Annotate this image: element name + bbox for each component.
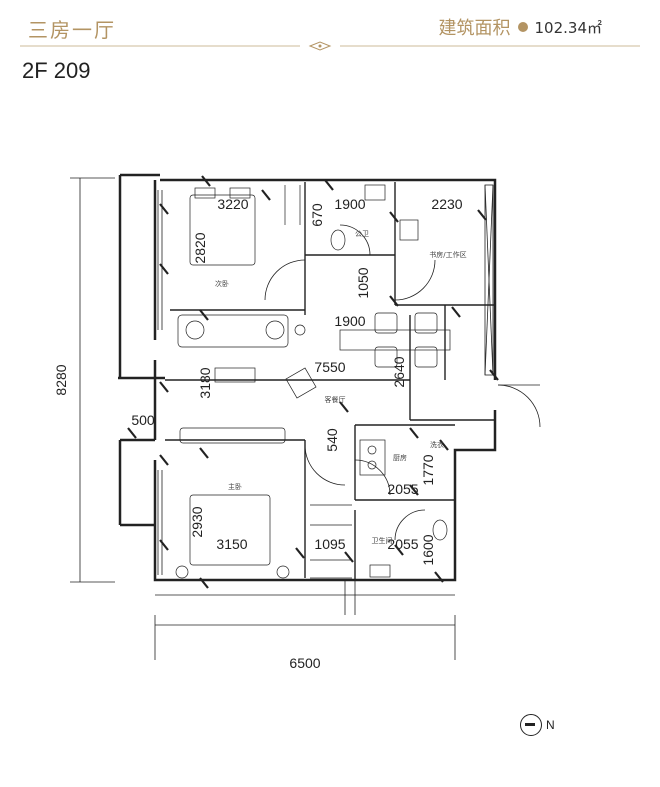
bath2-width-label: 2055 (387, 536, 418, 552)
room-label-bedroom2: 次卧 (215, 279, 229, 288)
living-width-label: 7550 (314, 359, 345, 375)
kitchen-height-label: 1770 (420, 454, 436, 485)
room-label-bath1: 公卫 (355, 230, 369, 238)
room-label-living: 客餐厅 (325, 395, 346, 404)
closet-1095-label: 1095 (314, 536, 345, 552)
outer-walls (118, 173, 497, 582)
area-label: 建筑面积 (438, 18, 511, 39)
unit-code: 2F 209 (22, 58, 91, 83)
room-label-bath2: 卫生间 (372, 536, 393, 545)
compass-label: N (546, 718, 555, 732)
bed2-width-label: 3220 (217, 196, 248, 212)
furniture (175, 184, 451, 579)
balcony-500-label: 500 (131, 412, 155, 428)
master-height-label: 2930 (189, 506, 205, 537)
north-arrow-icon (520, 714, 542, 736)
bath1-depth-label: 670 (309, 203, 325, 227)
bath1-width-label: 1900 (334, 196, 365, 212)
master-width-label: 3150 (216, 536, 247, 552)
window-left (157, 190, 163, 575)
overall-width-label: 6500 (289, 655, 320, 671)
overall-height-label: 8280 (53, 364, 69, 395)
bath2-height-label: 1600 (420, 534, 436, 565)
layout-type-title: 三房一厅 (28, 18, 116, 42)
dimension-ticks (127, 175, 499, 589)
window-right (484, 184, 494, 376)
step-540-label: 540 (324, 428, 340, 452)
area-info: 建筑面积 102.34㎡ (439, 14, 603, 40)
bullet-icon (517, 22, 528, 32)
dimension-lines (70, 177, 456, 660)
study-width-label: 2230 (431, 196, 462, 212)
header-divider (20, 41, 640, 51)
area-value: 102.34㎡ (534, 18, 603, 37)
kitchen-width-label: 2055 (387, 481, 418, 497)
interior-walls (165, 182, 495, 580)
corridor-1050-label: 1050 (355, 267, 371, 298)
corridor-1900-label: 1900 (334, 313, 365, 329)
living-height-label: 3180 (197, 367, 213, 398)
dimension-labels: 8280 6500 3220 2820 1900 670 2230 1050 1… (53, 196, 463, 671)
compass: N (520, 714, 555, 736)
room-label-master: 主卧 (228, 482, 242, 491)
door-swings (264, 224, 541, 541)
dining-2640-label: 2640 (391, 356, 407, 387)
room-label-study: 书房/工作区 (429, 250, 466, 259)
room-labels: 次卧 公卫 书房/工作区 客餐厅 厨房 主卧 卫生间 洗衣 (215, 230, 467, 545)
room-label-laundry: 洗衣 (430, 440, 444, 449)
bed2-height-label: 2820 (192, 232, 208, 263)
room-label-kitchen: 厨房 (393, 453, 407, 462)
